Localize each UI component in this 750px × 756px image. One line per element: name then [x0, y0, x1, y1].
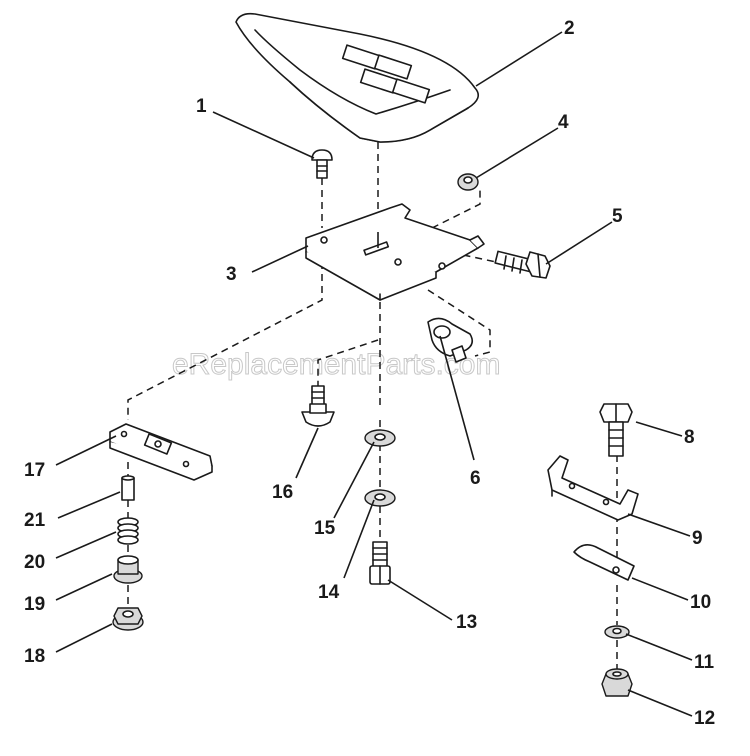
pivot-bracket-part [109, 423, 213, 481]
hex-nut-part [457, 173, 479, 191]
flange-nut-part [112, 607, 144, 631]
seat-plate-part [305, 203, 485, 301]
hex-bolt-part [494, 250, 551, 279]
callout-9: 9 [692, 528, 703, 549]
callout-14: 14 [318, 582, 340, 603]
callout-6: 6 [470, 468, 481, 489]
callout-8: 8 [684, 427, 695, 448]
callout-20: 20 [24, 552, 45, 573]
callout-5: 5 [612, 206, 623, 227]
seat-switch-part [427, 317, 474, 363]
flat-washer-part [364, 429, 396, 447]
cap-screw-part [369, 541, 391, 585]
callout-19: 19 [24, 594, 45, 615]
callout-12: 12 [694, 708, 715, 729]
right-washer-part [604, 625, 630, 639]
spacer-part [121, 475, 135, 501]
callout-3: 3 [226, 264, 237, 285]
callout-15: 15 [314, 518, 336, 539]
callout-4: 4 [558, 112, 569, 133]
callout-10: 10 [690, 592, 711, 613]
callout-2: 2 [564, 18, 575, 39]
carriage-bolt-part [311, 149, 333, 179]
callout-16: 16 [272, 482, 293, 503]
right-hex-bolt-part [599, 403, 633, 457]
shoulder-bolt-part [301, 385, 335, 427]
callout-labels: 1 2 3 4 5 6 8 9 10 11 12 13 14 15 16 17 … [24, 18, 715, 729]
flange-bushing-part [113, 555, 143, 584]
callout-17: 17 [24, 460, 45, 481]
callout-21: 21 [24, 510, 46, 531]
leader-lines [55, 31, 693, 717]
spring-part [117, 517, 139, 545]
u-bracket-part [547, 455, 639, 521]
lock-nut-part [601, 668, 633, 697]
callout-11: 11 [694, 652, 715, 673]
seat-part [235, 12, 480, 143]
spring-clip-part [573, 544, 635, 581]
callout-1: 1 [196, 96, 207, 117]
lock-washer-part [364, 489, 396, 507]
callout-18: 18 [24, 646, 45, 667]
callout-13: 13 [456, 612, 477, 633]
